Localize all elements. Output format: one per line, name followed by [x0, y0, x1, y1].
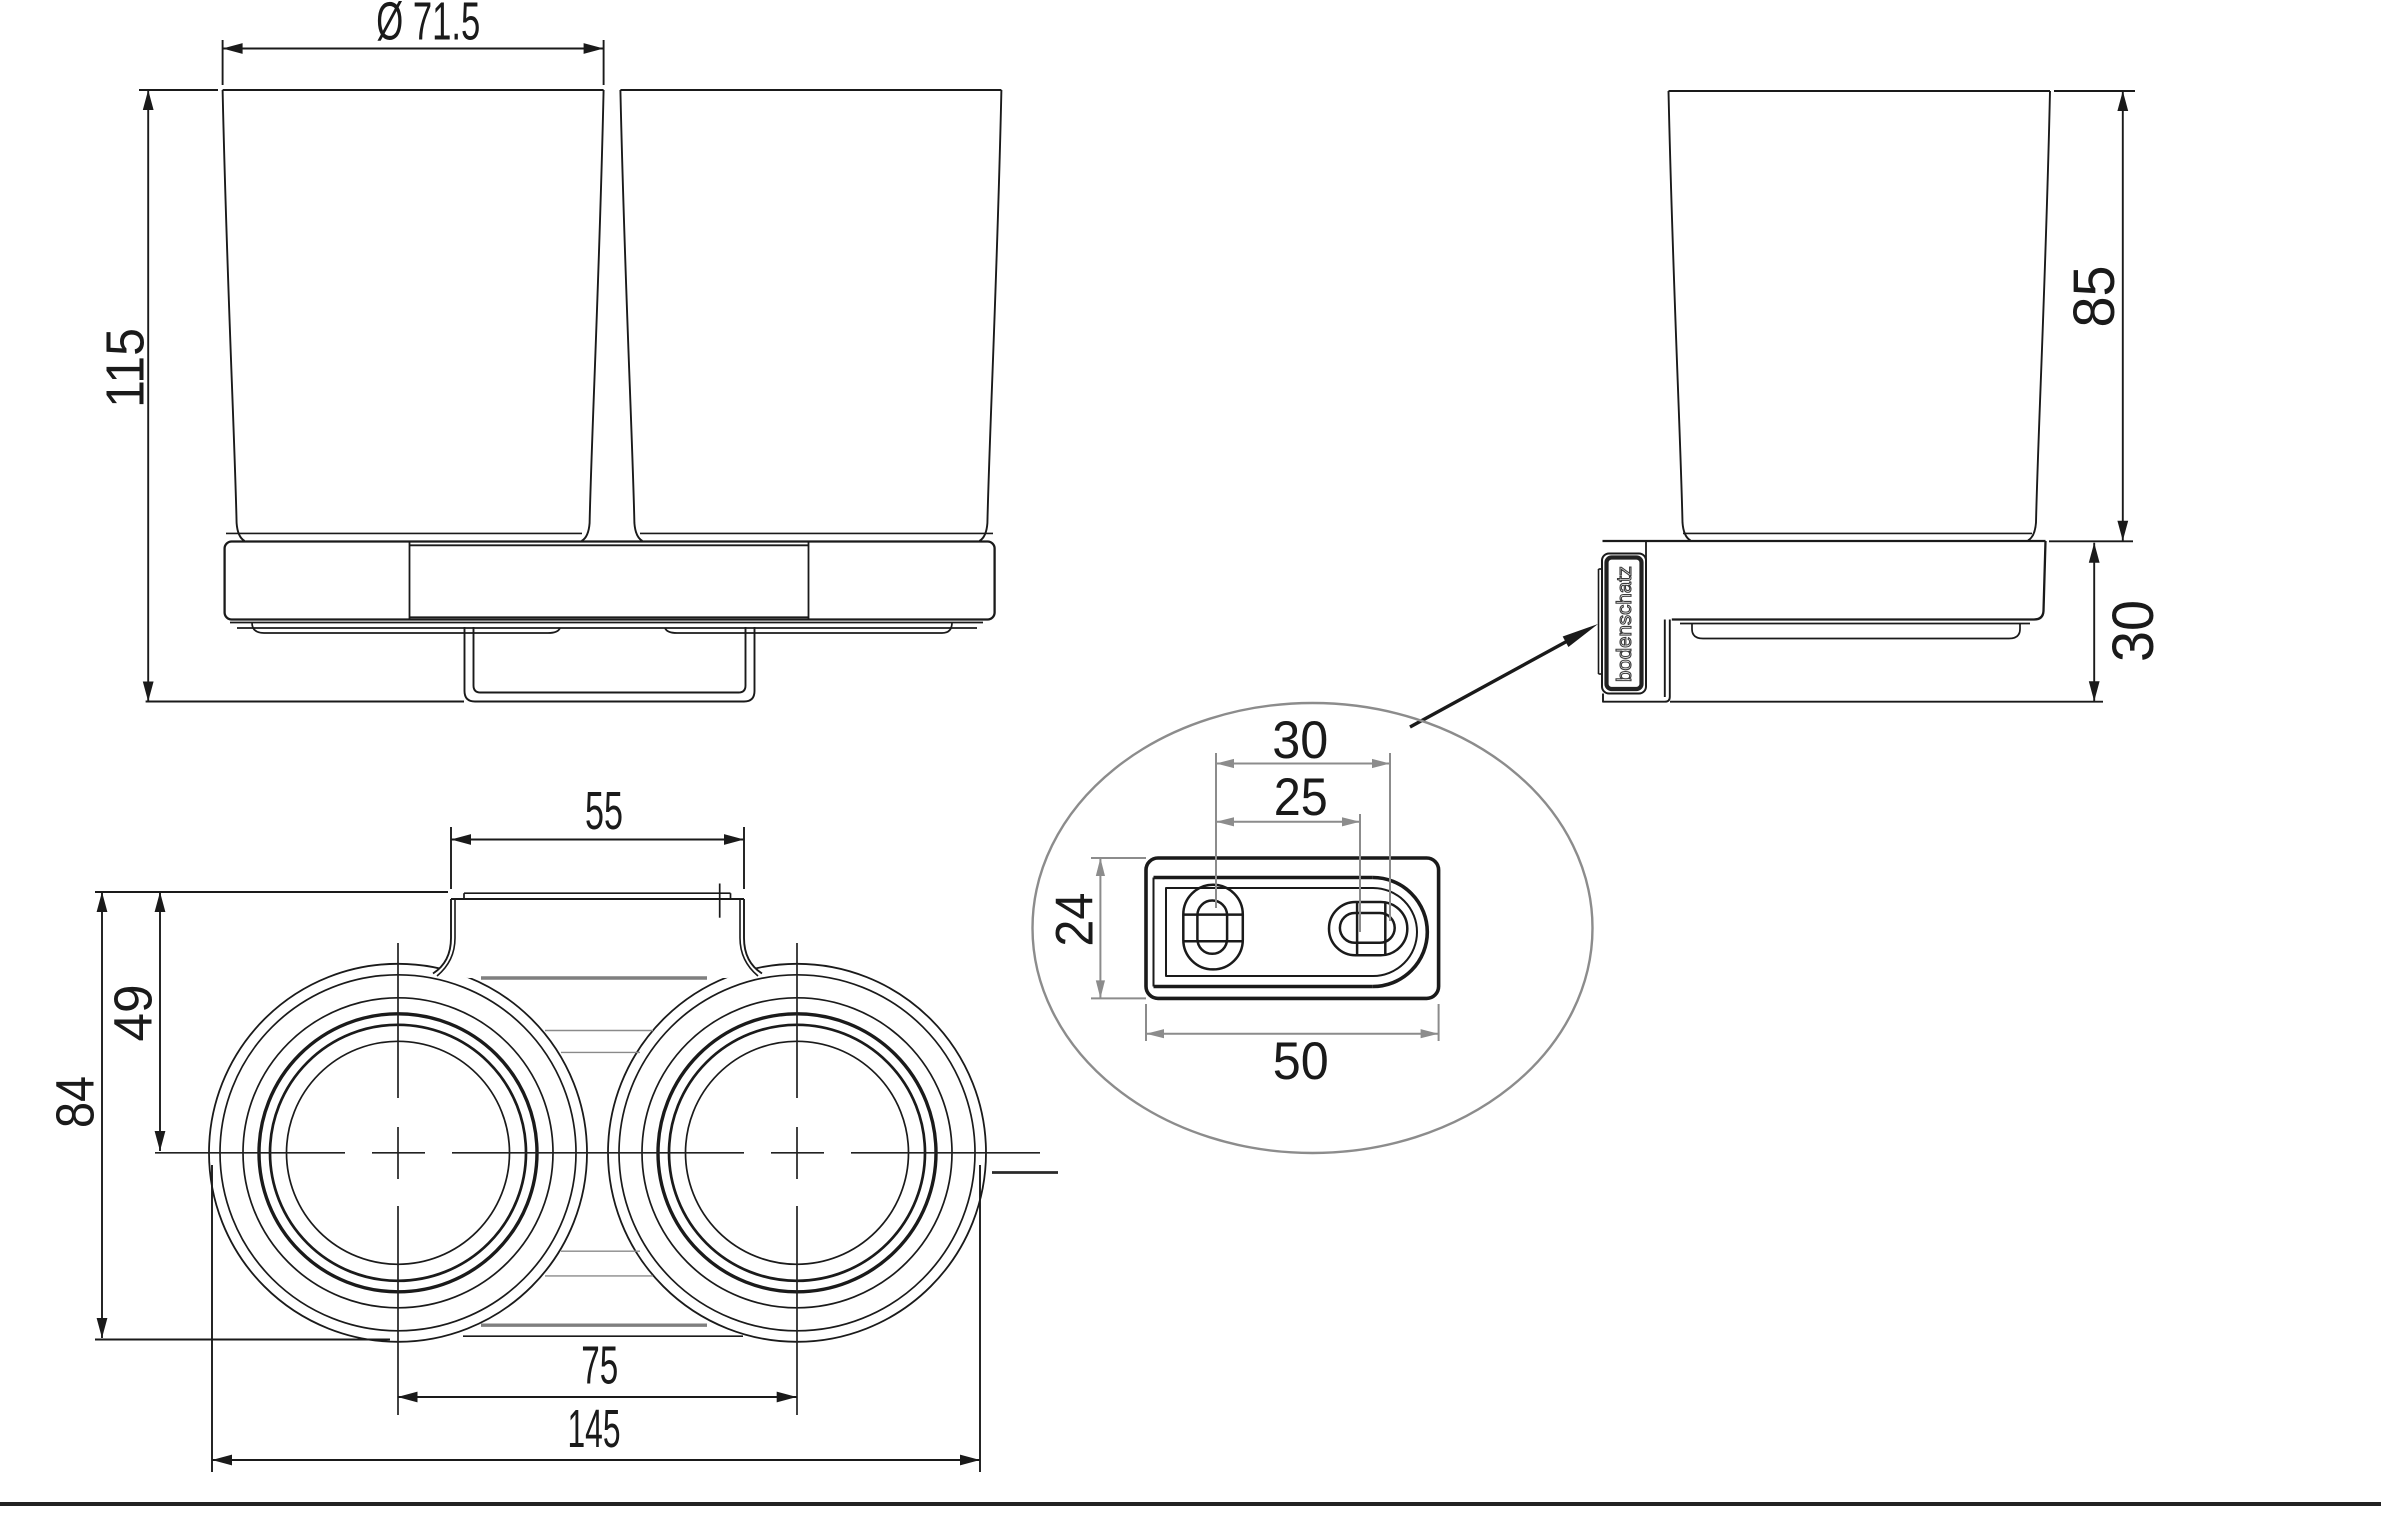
svg-text:55: 55 — [585, 781, 623, 841]
svg-text:49: 49 — [104, 985, 164, 1042]
svg-text:30: 30 — [2101, 600, 2166, 662]
svg-text:145: 145 — [568, 1399, 621, 1459]
svg-text:115: 115 — [96, 328, 156, 408]
svg-text:50: 50 — [1273, 1032, 1329, 1091]
svg-text:Ø 71.5: Ø 71.5 — [376, 0, 480, 52]
svg-text:30: 30 — [1272, 711, 1328, 770]
svg-text:75: 75 — [581, 1336, 618, 1396]
svg-text:84: 84 — [46, 1076, 106, 1128]
svg-text:25: 25 — [1274, 768, 1328, 827]
svg-text:24: 24 — [1046, 893, 1105, 947]
svg-text:85: 85 — [2062, 266, 2127, 328]
svg-text:bodenschatz: bodenschatz — [1613, 566, 1636, 682]
